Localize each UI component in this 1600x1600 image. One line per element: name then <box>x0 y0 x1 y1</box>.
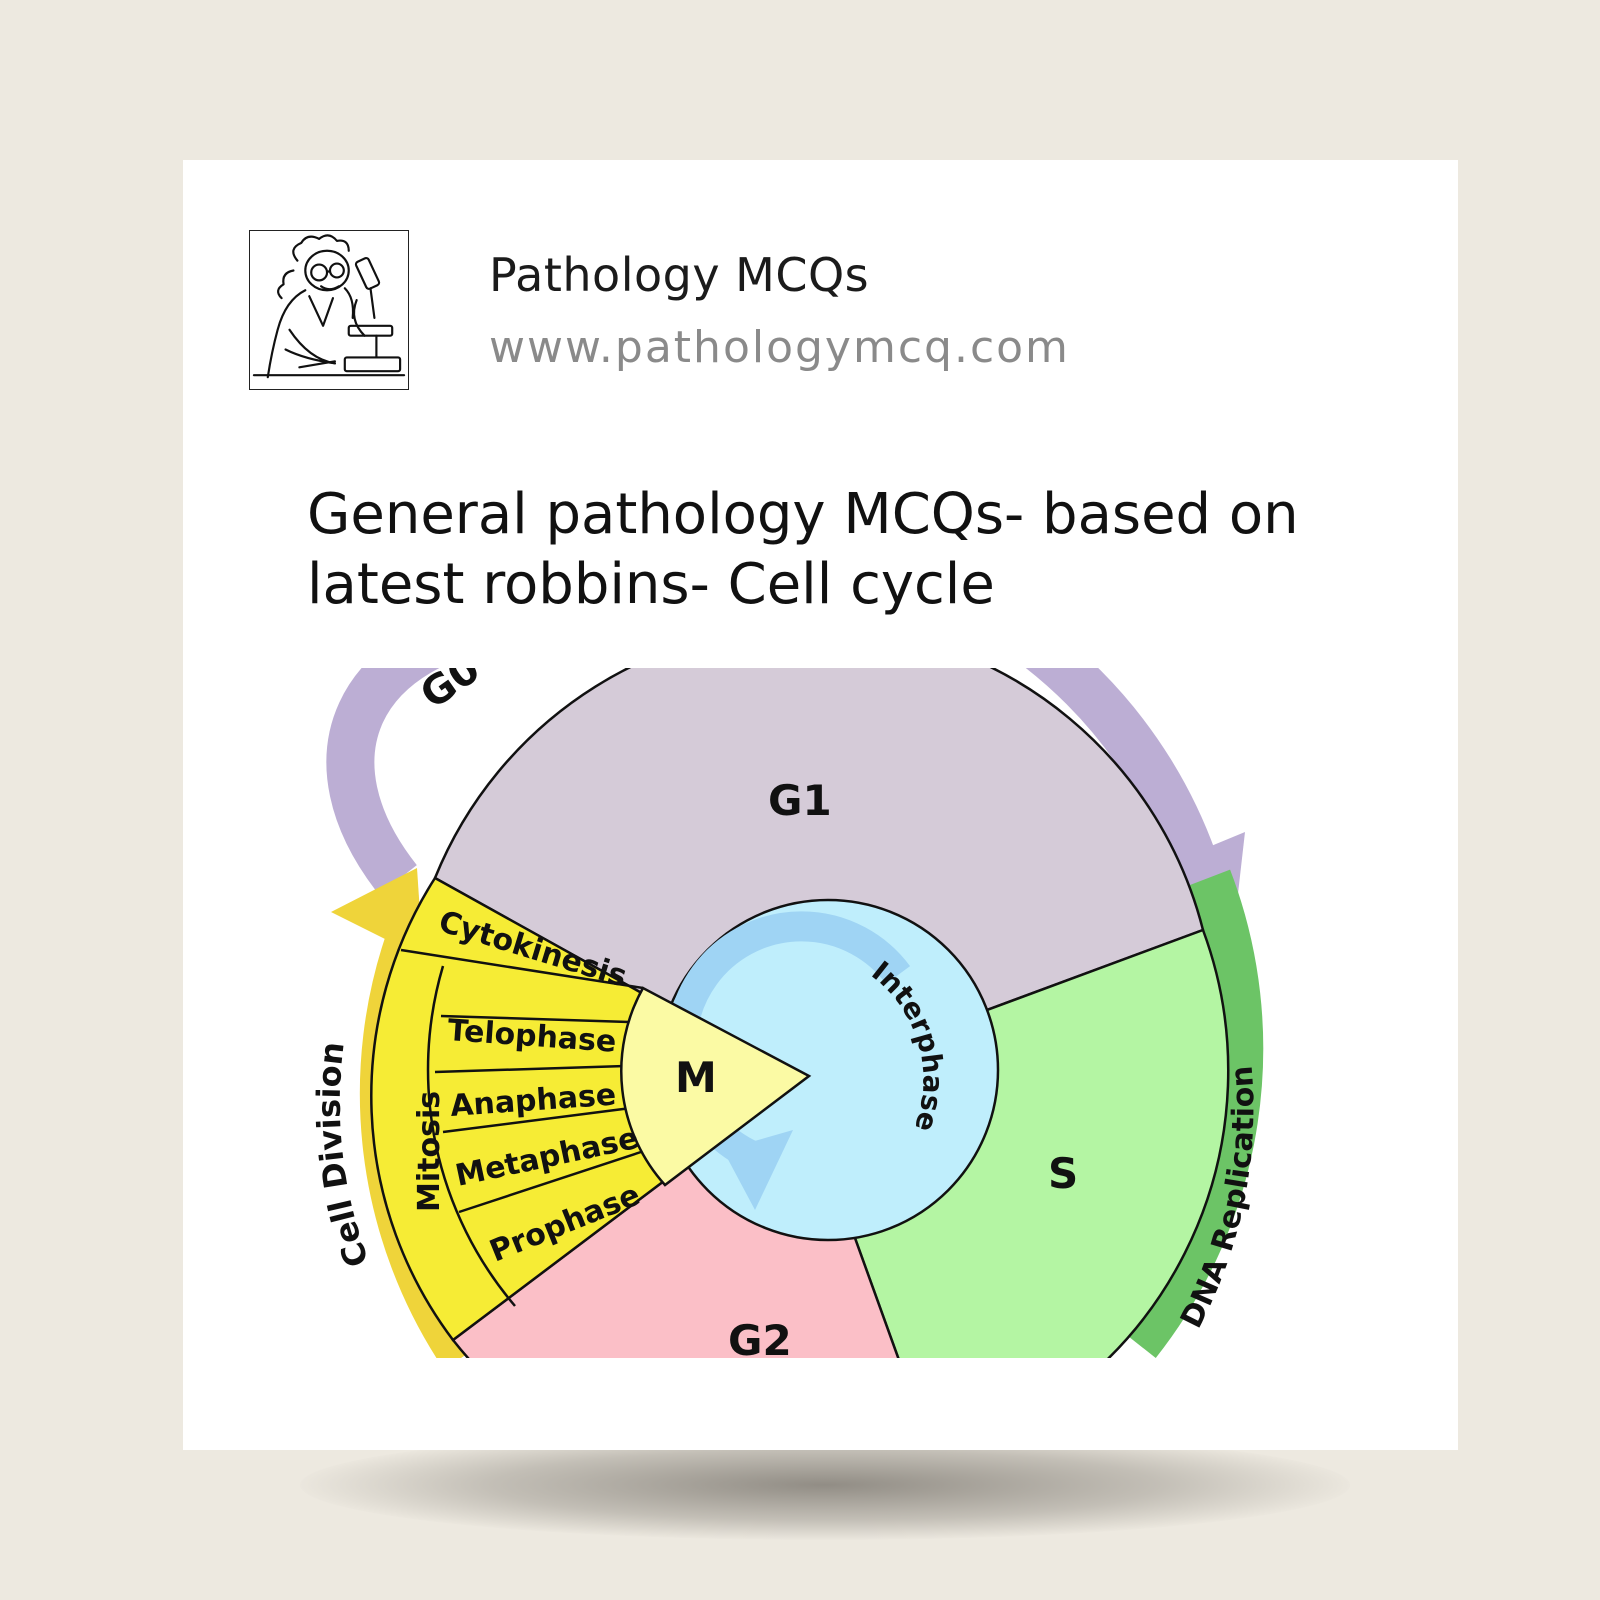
top-outer-arc <box>1025 668 1216 869</box>
post-headline: General pathology MCQs- based on latest … <box>307 480 1387 620</box>
m-label: M <box>675 1053 717 1102</box>
left-arrowhead <box>331 868 423 958</box>
s-label: S <box>1048 1149 1078 1198</box>
logo-illustration <box>252 234 406 379</box>
dna-replication-arc <box>1110 869 1264 1358</box>
g0-label: G0 <box>412 668 488 718</box>
m-phase-triangle <box>620 986 812 1187</box>
cell-cycle-diagram: G0 <box>307 668 1337 1358</box>
g1-sector <box>433 668 1205 1082</box>
s-sector <box>796 928 1230 1358</box>
mitosis-band-edge <box>426 965 516 1307</box>
headline-line-1: General pathology MCQs- based on <box>307 482 1299 547</box>
brand-name: Pathology MCQs <box>489 248 870 302</box>
cell-cycle-svg: G0 <box>310 668 1264 1358</box>
headline-line-2: latest robbins- Cell cycle <box>307 552 995 617</box>
g1-label: G1 <box>768 776 832 825</box>
g2-label: G2 <box>728 1316 792 1358</box>
brand-url[interactable]: www.pathologymcq.com <box>489 322 1070 373</box>
g0-arrow <box>326 668 440 895</box>
professor-microscope-logo <box>249 230 409 390</box>
post-card: Pathology MCQs www.pathologymcq.com Gene… <box>183 160 1458 1450</box>
m-sector <box>370 876 801 1342</box>
interphase-arrowhead <box>723 1130 793 1210</box>
mitosis-label: Mitosis <box>412 1091 447 1212</box>
